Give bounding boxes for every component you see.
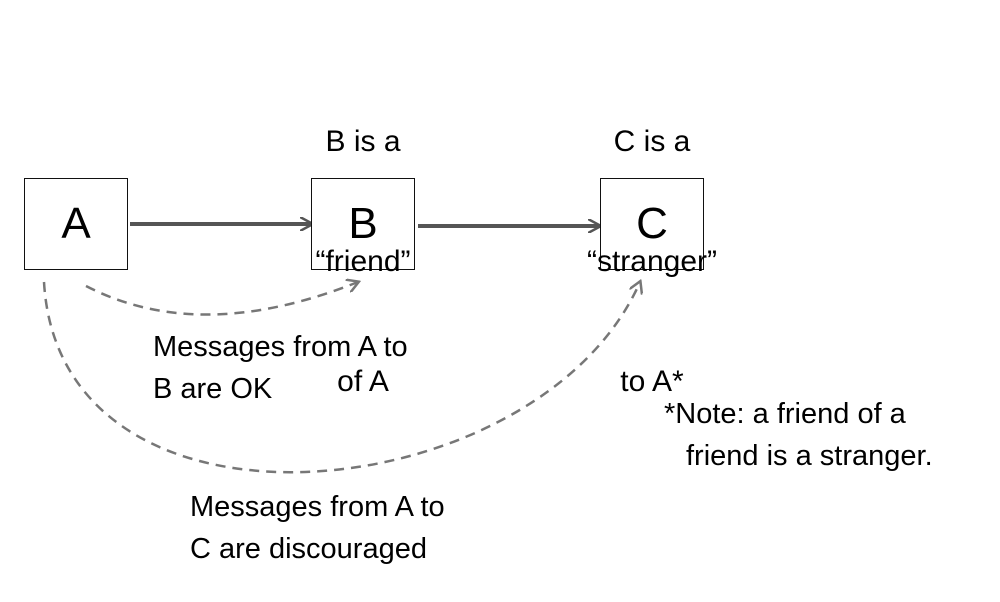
message-a-to-c-line-2: C are discouraged [190, 533, 427, 565]
node-b-label: B [348, 199, 378, 248]
caption-c-line-2: “stranger” [586, 245, 718, 278]
node-c-label: C [636, 199, 668, 248]
message-a-to-c-label: Messages from A to C are discouraged [190, 486, 445, 570]
caption-c-line-3: to A* [620, 365, 684, 398]
message-a-to-b-line-2: B are OK [153, 373, 273, 405]
caption-b-line-2: “friend” [315, 245, 411, 278]
node-a-label: A [61, 199, 91, 248]
caption-c: C is a “stranger” to A* [570, 42, 734, 482]
caption-b-line-3: of A [337, 365, 389, 398]
footnote: *Note: a friend of a friend is a strange… [664, 393, 933, 477]
node-a: A [24, 178, 128, 270]
dashed-arrow-a-to-c [42, 282, 640, 474]
message-a-to-c-line-1: Messages from A to [190, 491, 445, 523]
caption-b-line-1: B is a [325, 125, 401, 158]
message-a-to-b-label: Messages from A to B are OK [153, 326, 408, 410]
caption-c-line-1: C is a [613, 125, 691, 158]
node-b: B [311, 178, 415, 270]
caption-b: B is a “friend” of A [295, 42, 431, 482]
footnote-line-1: *Note: a friend of a [664, 398, 906, 430]
message-a-to-b-line-1: Messages from A to [153, 331, 408, 363]
footnote-line-2: friend is a stranger. [686, 440, 933, 472]
dashed-arrow-a-to-b [85, 282, 358, 316]
node-c: C [600, 178, 704, 270]
